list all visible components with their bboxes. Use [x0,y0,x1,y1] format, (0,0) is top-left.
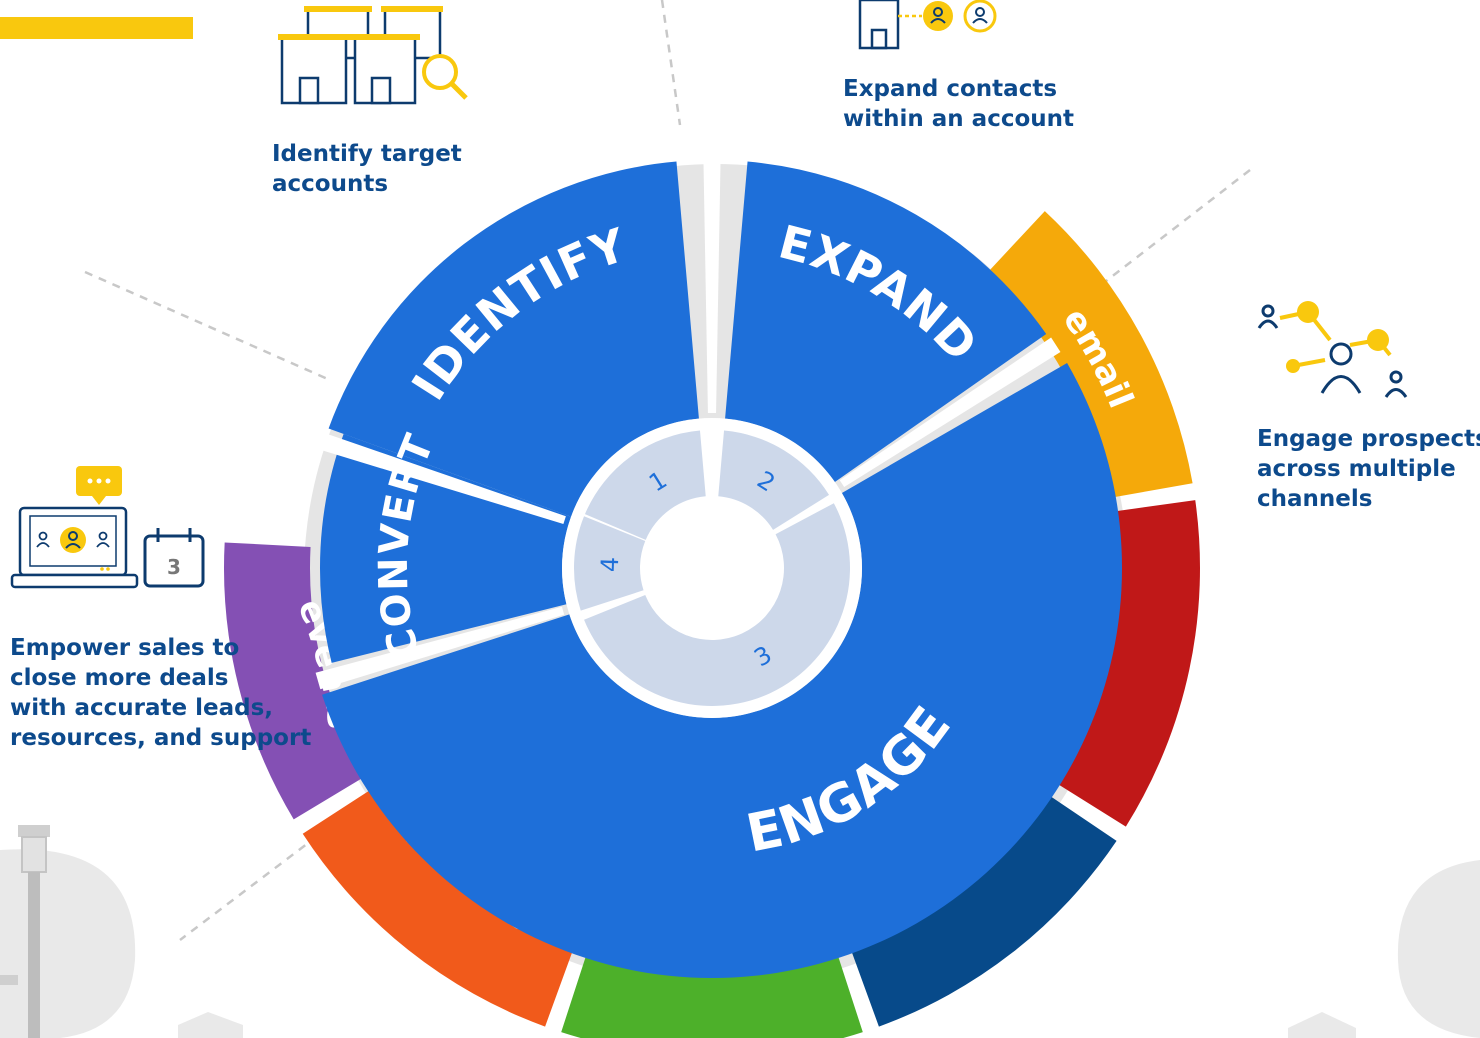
segment-gap [319,433,566,524]
channel-segment-chat [561,950,863,1038]
phase-segment-identify [328,161,699,517]
hub-segment [584,430,706,540]
caption-identify: Identify target accounts [272,141,462,197]
channel-segment-email [986,211,1193,499]
lamp-post [0,825,50,1038]
leader-line-identify [660,0,682,126]
house-right [1288,1012,1356,1038]
accent-bar [0,17,193,39]
caption-expand: Expand contacts within an account [843,76,1074,132]
buildings-search-icon [278,6,468,105]
caption-engage: Engage prospects across multiple channel… [1257,426,1480,512]
calendar-icon: 3 [143,528,205,588]
calendar-day: 3 [167,555,181,579]
segment-gap [839,337,1061,488]
segment-gap [703,158,721,414]
phase-segment-engage [322,363,1122,979]
channel-segment-social [849,792,1117,1027]
hub-segment [584,503,851,707]
leader-line-convert [84,270,331,382]
video-meeting-icon [10,466,139,589]
people-network-icon [1257,301,1408,398]
caption-convert: Empower sales to close more deals with a… [10,635,312,751]
hub-center [642,498,782,638]
building-contacts-icon [858,0,997,50]
phase-segment-expand [725,161,1047,482]
hub-segment [718,430,830,530]
channel-segment-voice [1052,500,1200,827]
segment-gap [315,606,565,690]
house-left [178,1012,243,1038]
channel-segment-website [302,786,575,1027]
phase-segment-convert [320,433,572,663]
tree-right [1397,860,1480,1038]
wheel: emailvoicesocialchatwebsiteevents1234IDE… [223,158,1200,1038]
phase-number-4: 4 [596,556,625,572]
hub-segment [574,516,646,611]
channel-segment-events [223,542,368,820]
tree-left [0,849,136,1038]
